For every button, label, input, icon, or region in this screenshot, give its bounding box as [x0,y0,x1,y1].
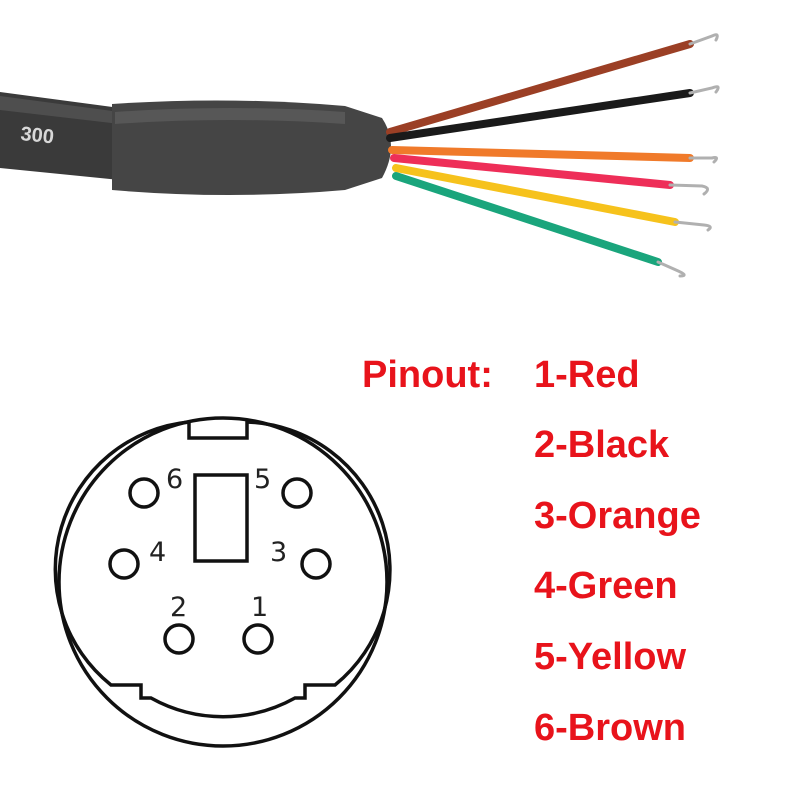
pin-6-label: 6 [166,464,183,495]
pin-4-hole [108,548,140,580]
wire-orange [388,146,694,162]
pin-5-hole [281,477,313,509]
pin-3-hole [300,548,332,580]
pinout-item-3: 3-Orange [534,495,701,537]
center-key [193,473,249,563]
jacket-print: 300 [19,123,54,148]
connector-inner-outline [53,420,392,719]
wire-brown [386,40,694,136]
pin-2-label: 2 [170,592,187,623]
pinout-item-4: 4-Green [534,565,678,607]
pin-5-label: 5 [254,464,271,495]
wire-tips [656,33,720,278]
wire-black [386,89,694,142]
pinout-title: Pinout: [362,354,493,396]
heat-shrink-sleeve [112,100,391,195]
pinout-item-6: 6-Brown [534,707,686,749]
pin-2-hole [163,623,195,655]
pin-4-label: 4 [149,537,166,568]
pin-1-label: 1 [251,592,268,623]
wire-yellow [392,164,679,226]
pinout-item-5: 5-Yellow [534,636,687,678]
pinout-item-1: 1-Red [534,354,640,396]
pin-1-hole [242,623,274,655]
pin-6-hole [128,477,160,509]
wire-red [390,154,674,189]
connector-outer-ring [57,416,389,748]
wire-green [392,172,662,266]
pin-3-label: 3 [270,537,287,568]
pinout-item-2: 2-Black [534,424,670,466]
cable-photo: 300 [0,33,720,278]
mini-din-connector-diagram: 6 5 4 3 2 1 [53,416,392,748]
wire-group [386,40,694,266]
